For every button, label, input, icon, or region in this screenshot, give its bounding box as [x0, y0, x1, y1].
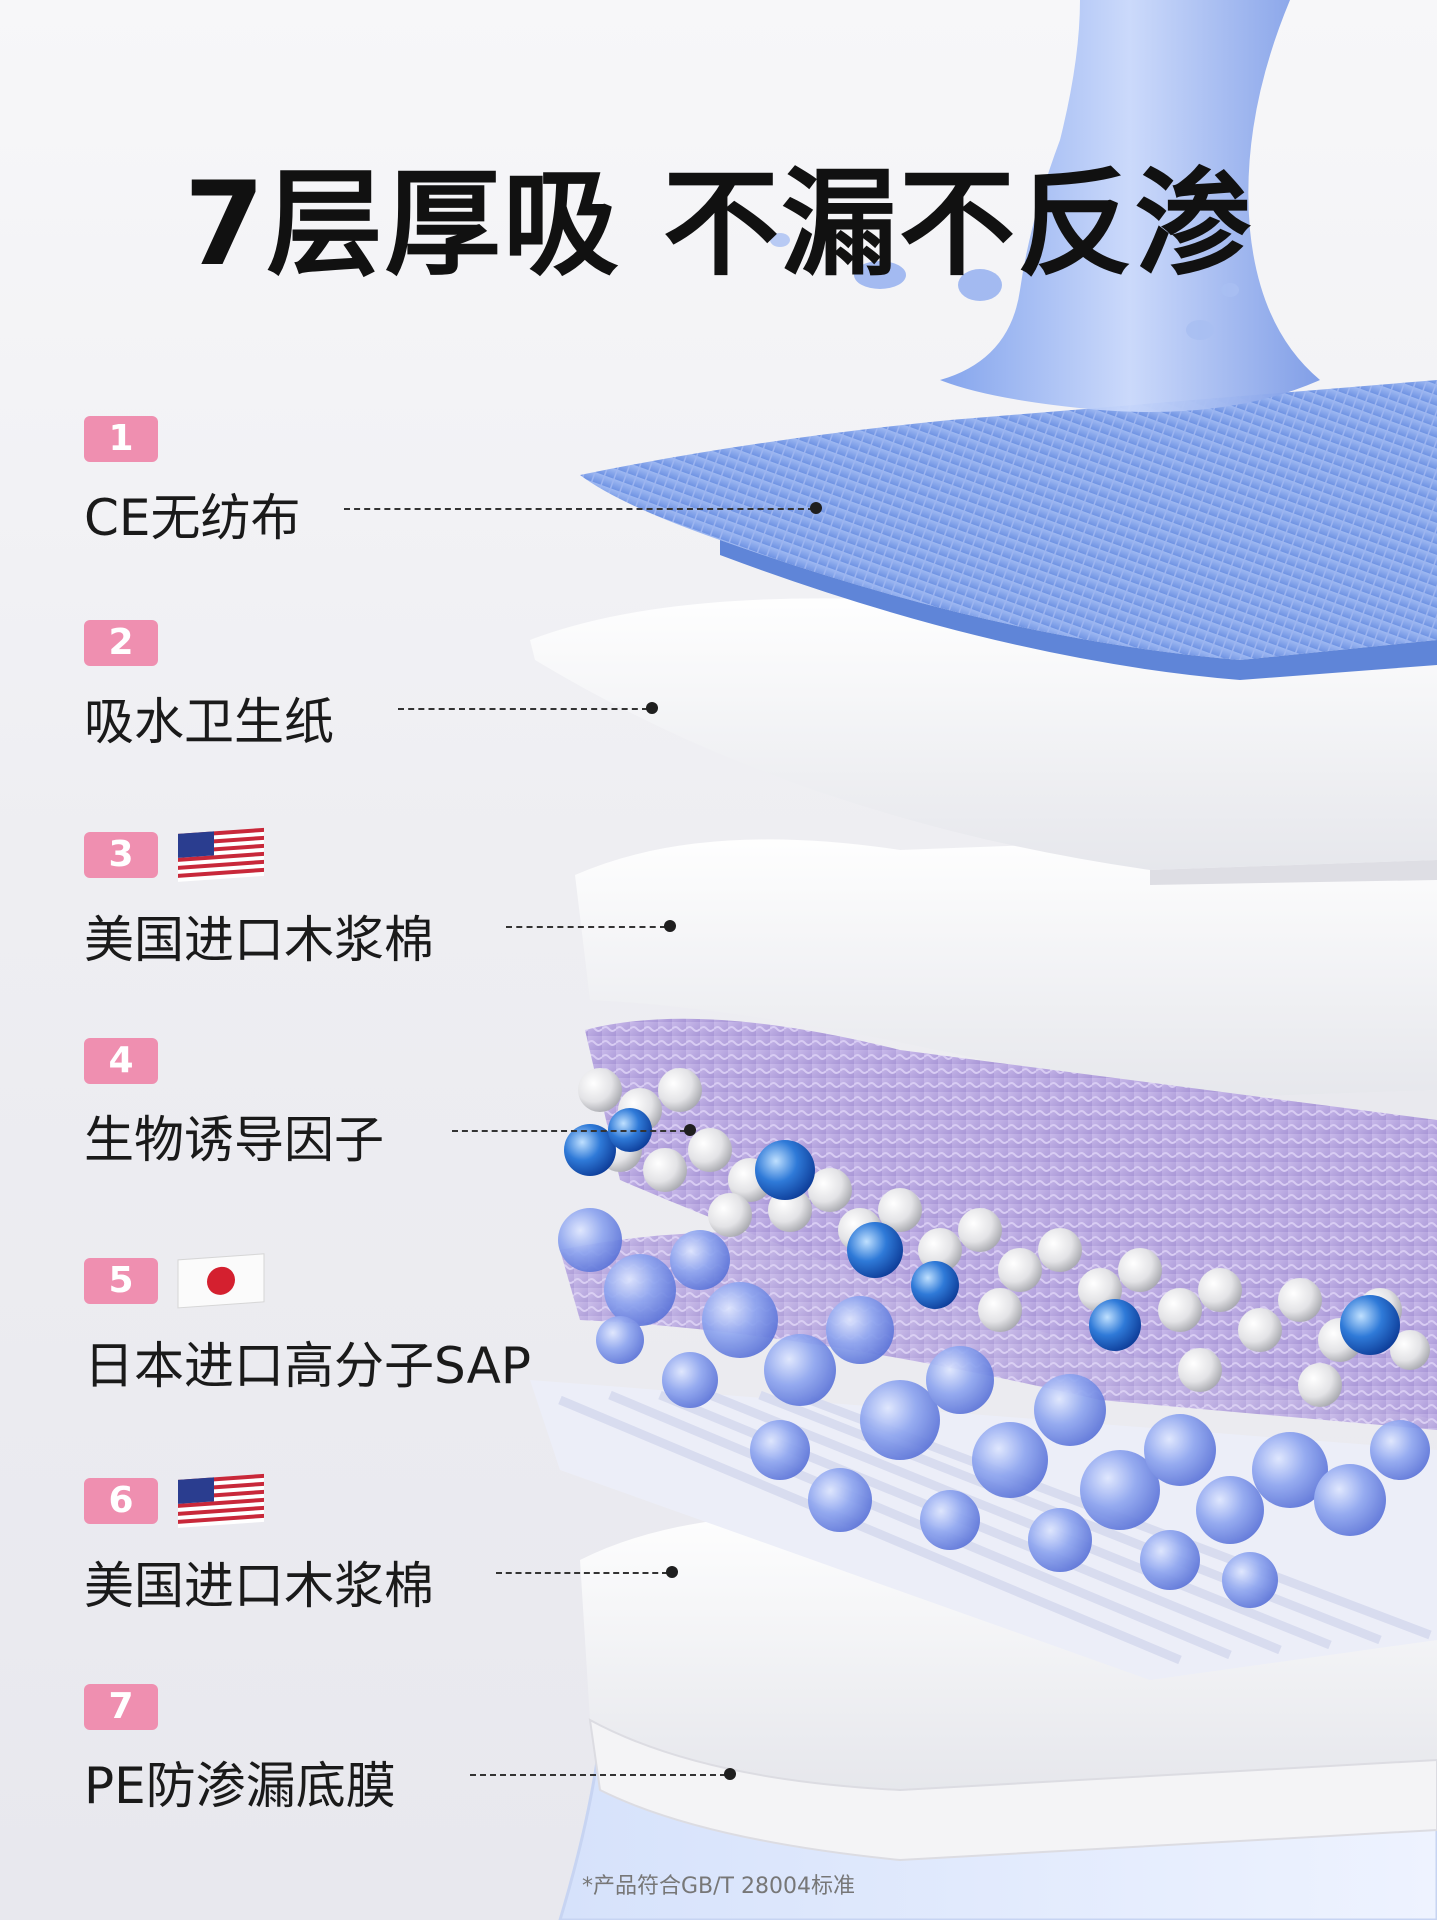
layer-name: 生物诱导因子	[84, 1111, 384, 1169]
leader-dot	[724, 1768, 736, 1780]
layer-label-2: 2 吸水卫生纸	[84, 620, 334, 754]
japan-flag-icon	[177, 1253, 265, 1309]
layer-number-badge: 3	[84, 832, 158, 878]
standard-footnote: *产品符合GB/T 28004标准	[582, 1874, 855, 1899]
us-flag-icon	[178, 1473, 265, 1528]
layer-number-badge: 7	[84, 1684, 158, 1730]
water-stream	[940, 0, 1320, 412]
layer-label-5: 5 日本进口高分子SAP	[84, 1252, 531, 1398]
layer-label-1: 1 CE无纺布	[84, 416, 301, 550]
leader-dot	[646, 702, 658, 714]
leader-line	[496, 1572, 668, 1574]
purple-layer	[585, 1018, 1437, 1420]
leader-line	[344, 508, 814, 510]
pulp-layer-top	[575, 830, 1437, 1100]
layer-name: 美国进口木浆棉	[84, 911, 434, 969]
layer-name: 日本进口高分子SAP	[84, 1337, 532, 1395]
layer-name: 吸水卫生纸	[84, 693, 334, 751]
sap-beads	[558, 1208, 1430, 1608]
us-flag-icon	[178, 827, 265, 882]
layer-name: 美国进口木浆棉	[84, 1557, 434, 1615]
layer-label-6: 6 美国进口木浆棉	[84, 1472, 434, 1618]
layer-number-badge: 4	[84, 1038, 158, 1084]
nonwoven-layer	[580, 380, 1437, 660]
layer-label-4: 4 生物诱导因子	[84, 1038, 384, 1172]
leader-dot	[666, 1566, 678, 1578]
layer-label-3: 3 美国进口木浆棉	[84, 826, 434, 972]
leader-line	[398, 708, 648, 710]
layer-number-badge: 2	[84, 620, 158, 666]
leader-dot	[664, 920, 676, 932]
leader-line	[506, 926, 666, 928]
layer-name: CE无纺布	[84, 489, 301, 547]
leader-line	[452, 1130, 686, 1132]
page-title: 7层厚吸 不漏不反渗	[183, 157, 1254, 292]
leader-dot	[810, 502, 822, 514]
layer-number-badge: 6	[84, 1478, 158, 1524]
layer-label-7: 7 PE防渗漏底膜	[84, 1684, 396, 1818]
leader-dot	[684, 1124, 696, 1136]
bio-factor-beads	[564, 1068, 1430, 1407]
layer-name: PE防渗漏底膜	[84, 1757, 396, 1815]
leader-line	[470, 1774, 726, 1776]
layer-number-badge: 5	[84, 1258, 158, 1304]
layer-number-badge: 1	[84, 416, 158, 462]
